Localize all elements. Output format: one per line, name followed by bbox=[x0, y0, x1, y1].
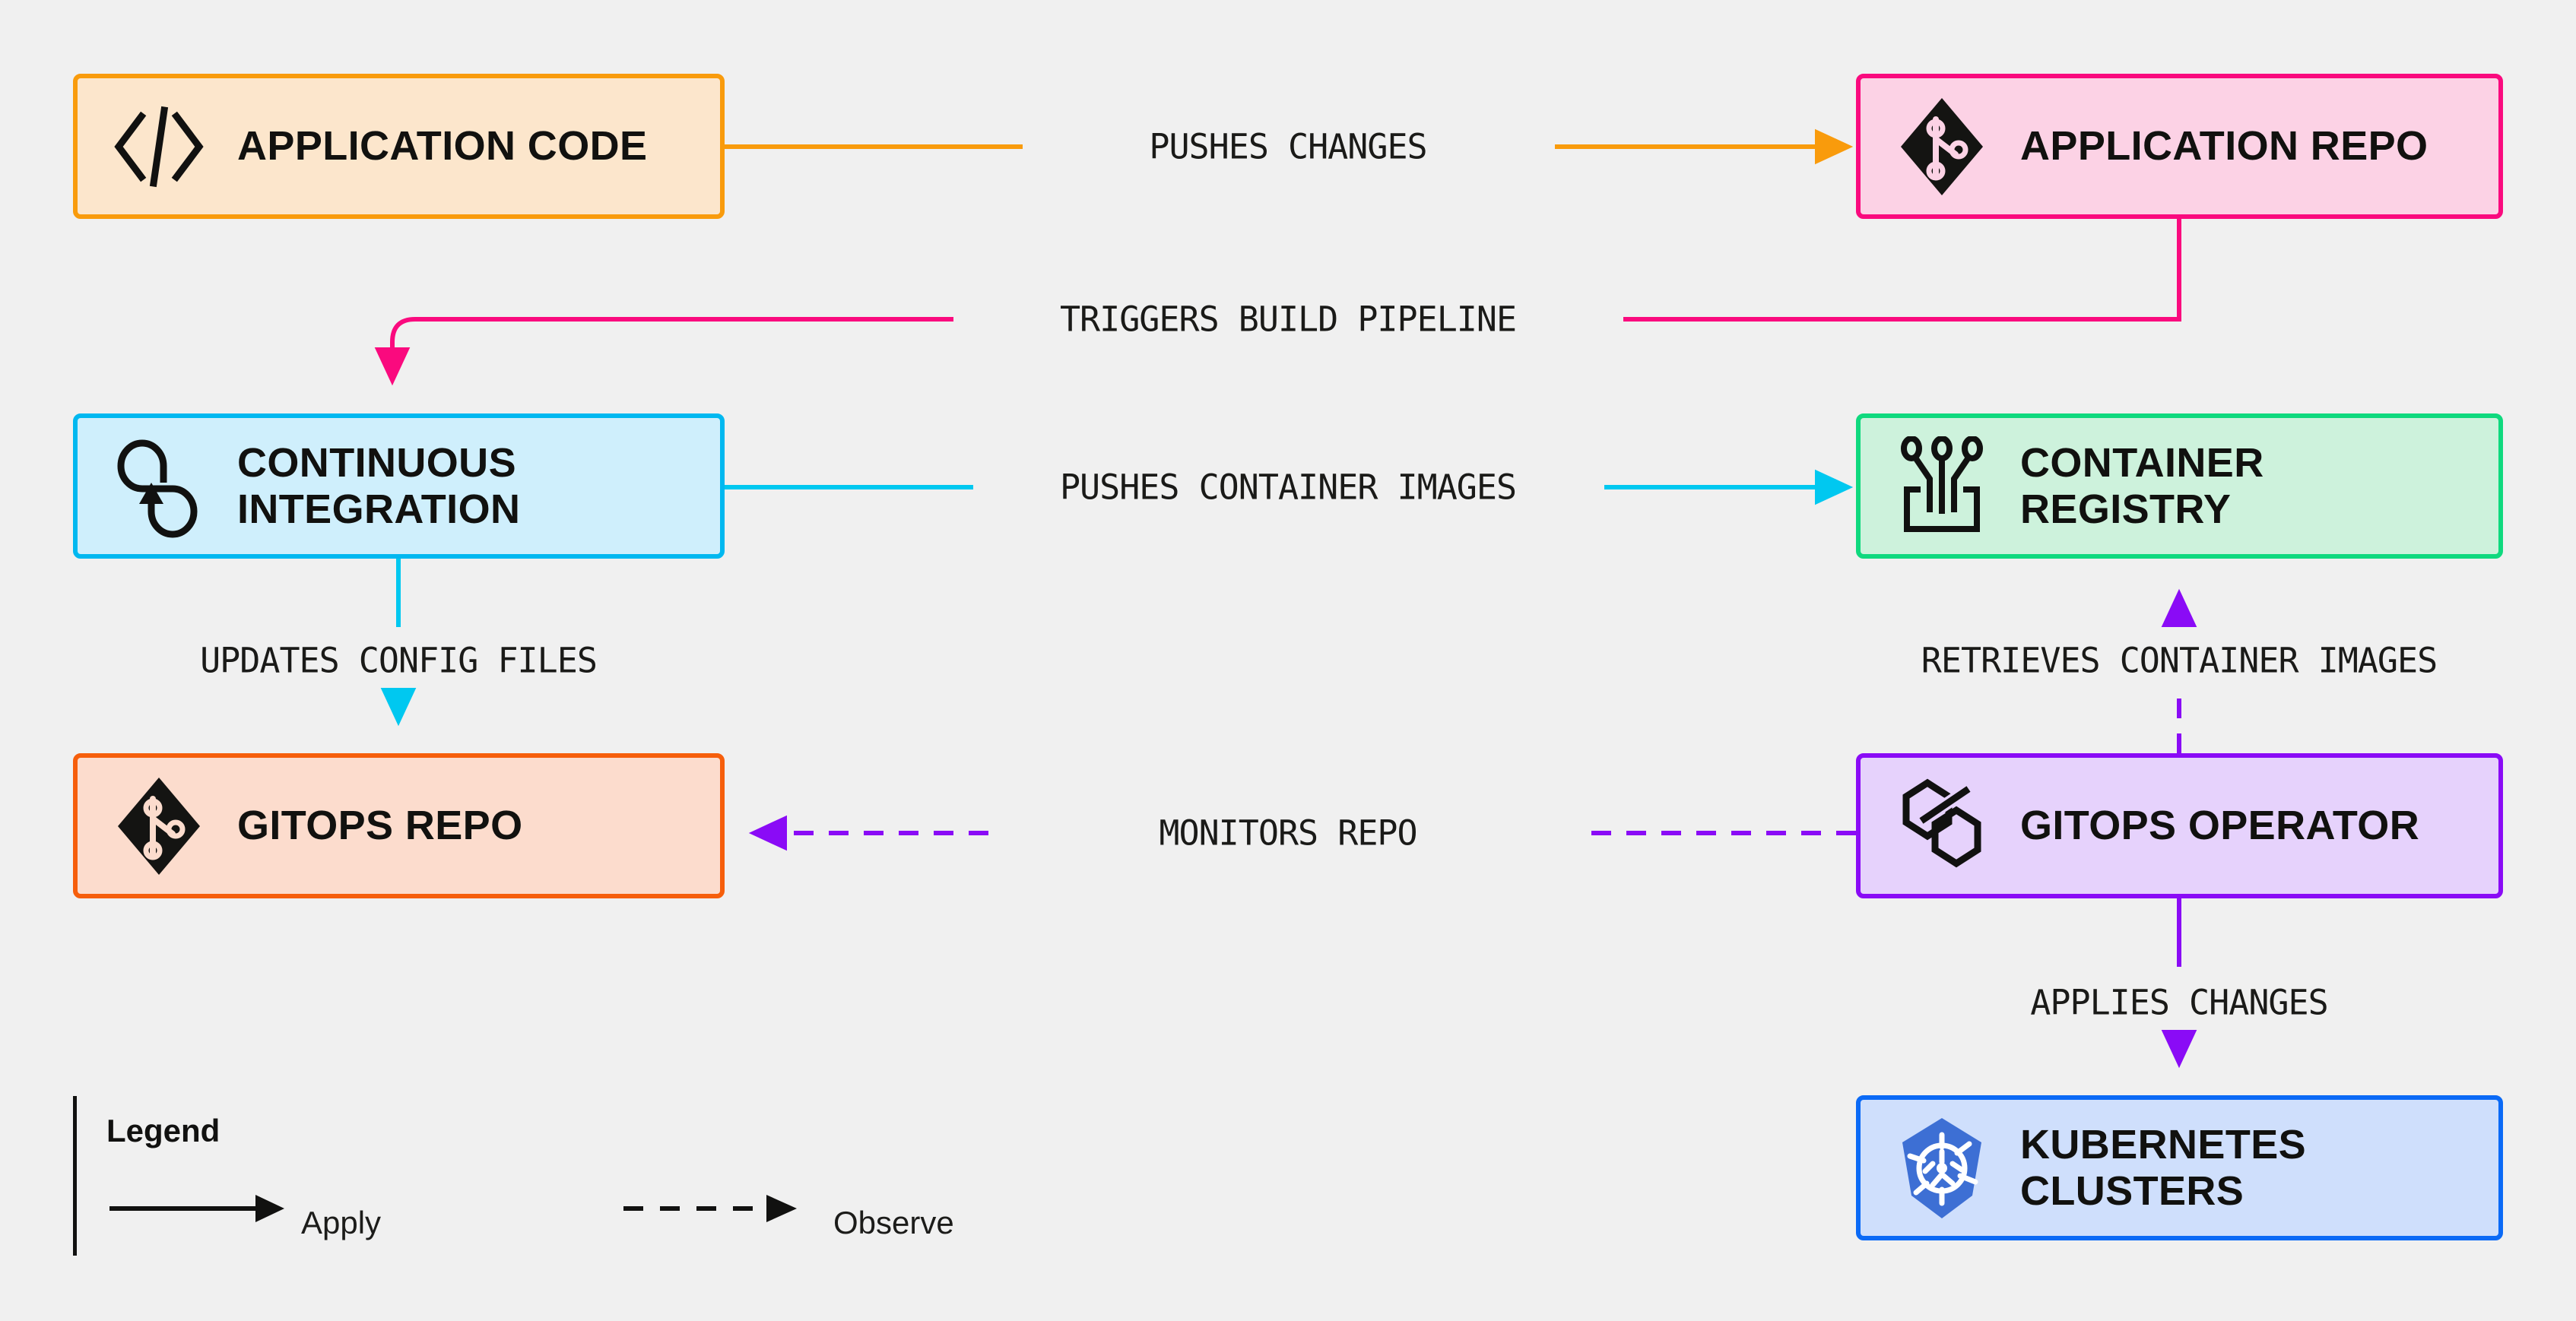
code-brackets-icon bbox=[109, 97, 208, 196]
node-gitops-repo[interactable]: GITOPS REPO bbox=[73, 753, 725, 898]
node-label-application-code: APPLICATION CODE bbox=[237, 123, 648, 169]
node-gitops-operator[interactable]: GITOPS OPERATOR bbox=[1856, 753, 2503, 898]
hexagons-operator-icon bbox=[1892, 777, 1991, 876]
node-label-gitops-repo: GITOPS REPO bbox=[237, 803, 523, 849]
legend-label-observe: Observe bbox=[833, 1205, 954, 1240]
legend-arrow-observe bbox=[623, 1195, 797, 1222]
node-continuous-integration[interactable]: CONTINUOUS INTEGRATION bbox=[73, 413, 725, 559]
infinity-loop-icon bbox=[109, 437, 208, 537]
edge-label-applies-changes: APPLIES CHANGES bbox=[2018, 982, 2340, 1023]
edge-label-triggers-build-pipeline: TRIGGERS BUILD PIPELINE bbox=[1047, 299, 1529, 340]
node-label-continuous-integration: CONTINUOUS INTEGRATION bbox=[237, 440, 521, 532]
edge-label-pushes-container-images: PUSHES CONTAINER IMAGES bbox=[1047, 467, 1529, 508]
edge-label-monitors-repo: MONITORS REPO bbox=[1147, 813, 1429, 854]
node-kubernetes-clusters[interactable]: KUBERNETES CLUSTERS bbox=[1856, 1095, 2503, 1240]
legend-title: Legend bbox=[106, 1113, 220, 1148]
edge-label-updates-config-files: UPDATES CONFIG FILES bbox=[188, 640, 609, 681]
git-logo-icon bbox=[1892, 97, 1991, 196]
kubernetes-helm-icon bbox=[1892, 1117, 1991, 1218]
node-application-code[interactable]: APPLICATION CODE bbox=[73, 74, 725, 219]
node-label-application-repo: APPLICATION REPO bbox=[2020, 123, 2428, 169]
legend: Legend Apply Observe bbox=[73, 1096, 985, 1256]
node-label-gitops-operator: GITOPS OPERATOR bbox=[2020, 803, 2420, 849]
legend-label-apply: Apply bbox=[301, 1205, 382, 1240]
legend-accent-bar bbox=[73, 1096, 77, 1256]
node-application-repo[interactable]: APPLICATION REPO bbox=[1856, 74, 2503, 219]
git-logo-icon bbox=[109, 777, 208, 876]
legend-arrow-apply bbox=[109, 1195, 284, 1222]
node-label-container-registry: CONTAINER REGISTRY bbox=[2020, 440, 2264, 532]
edge-label-retrieves-container-images: RETRIEVES CONTAINER IMAGES bbox=[1908, 640, 2450, 681]
edge-label-pushes-changes: PUSHES CHANGES bbox=[1137, 126, 1439, 167]
node-label-kubernetes-clusters: KUBERNETES CLUSTERS bbox=[2020, 1122, 2307, 1214]
circuit-container-icon bbox=[1892, 436, 1991, 536]
node-container-registry[interactable]: CONTAINER REGISTRY bbox=[1856, 413, 2503, 559]
